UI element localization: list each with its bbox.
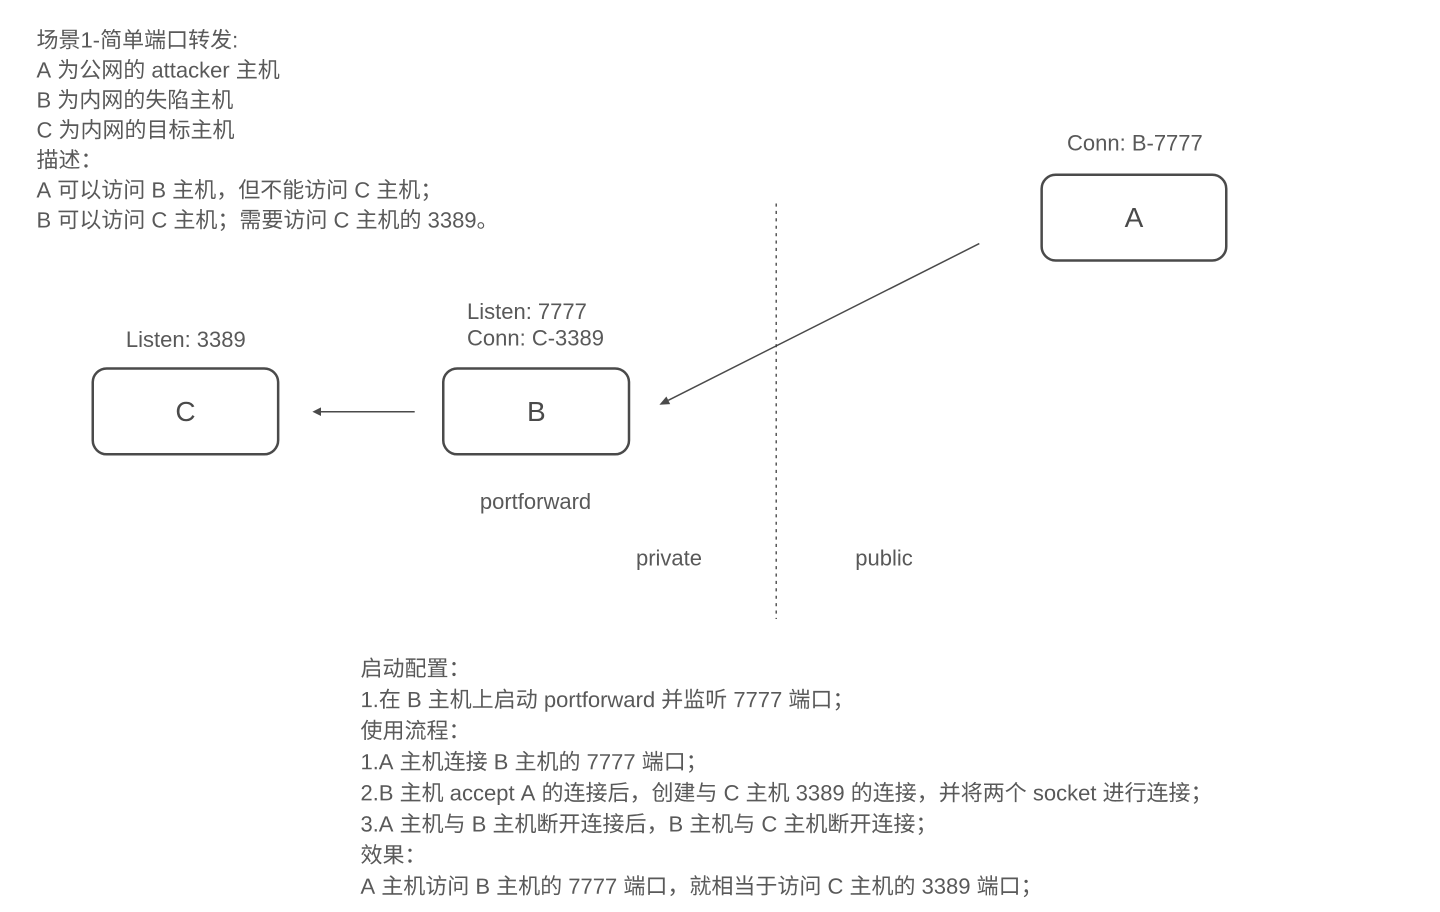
svg-text:portforward: portforward bbox=[480, 489, 591, 514]
svg-text:Conn: C-3389: Conn: C-3389 bbox=[467, 326, 604, 351]
svg-text:A: A bbox=[1125, 202, 1144, 233]
svg-text:Listen: 7777: Listen: 7777 bbox=[467, 299, 587, 324]
svg-text:C: C bbox=[175, 396, 195, 427]
svg-text:Conn: B-7777: Conn: B-7777 bbox=[1067, 130, 1203, 155]
svg-text:B: B bbox=[527, 396, 546, 427]
svg-text:public: public bbox=[855, 545, 912, 570]
svg-text:Listen: 3389: Listen: 3389 bbox=[126, 327, 246, 352]
svg-text:private: private bbox=[636, 545, 702, 570]
